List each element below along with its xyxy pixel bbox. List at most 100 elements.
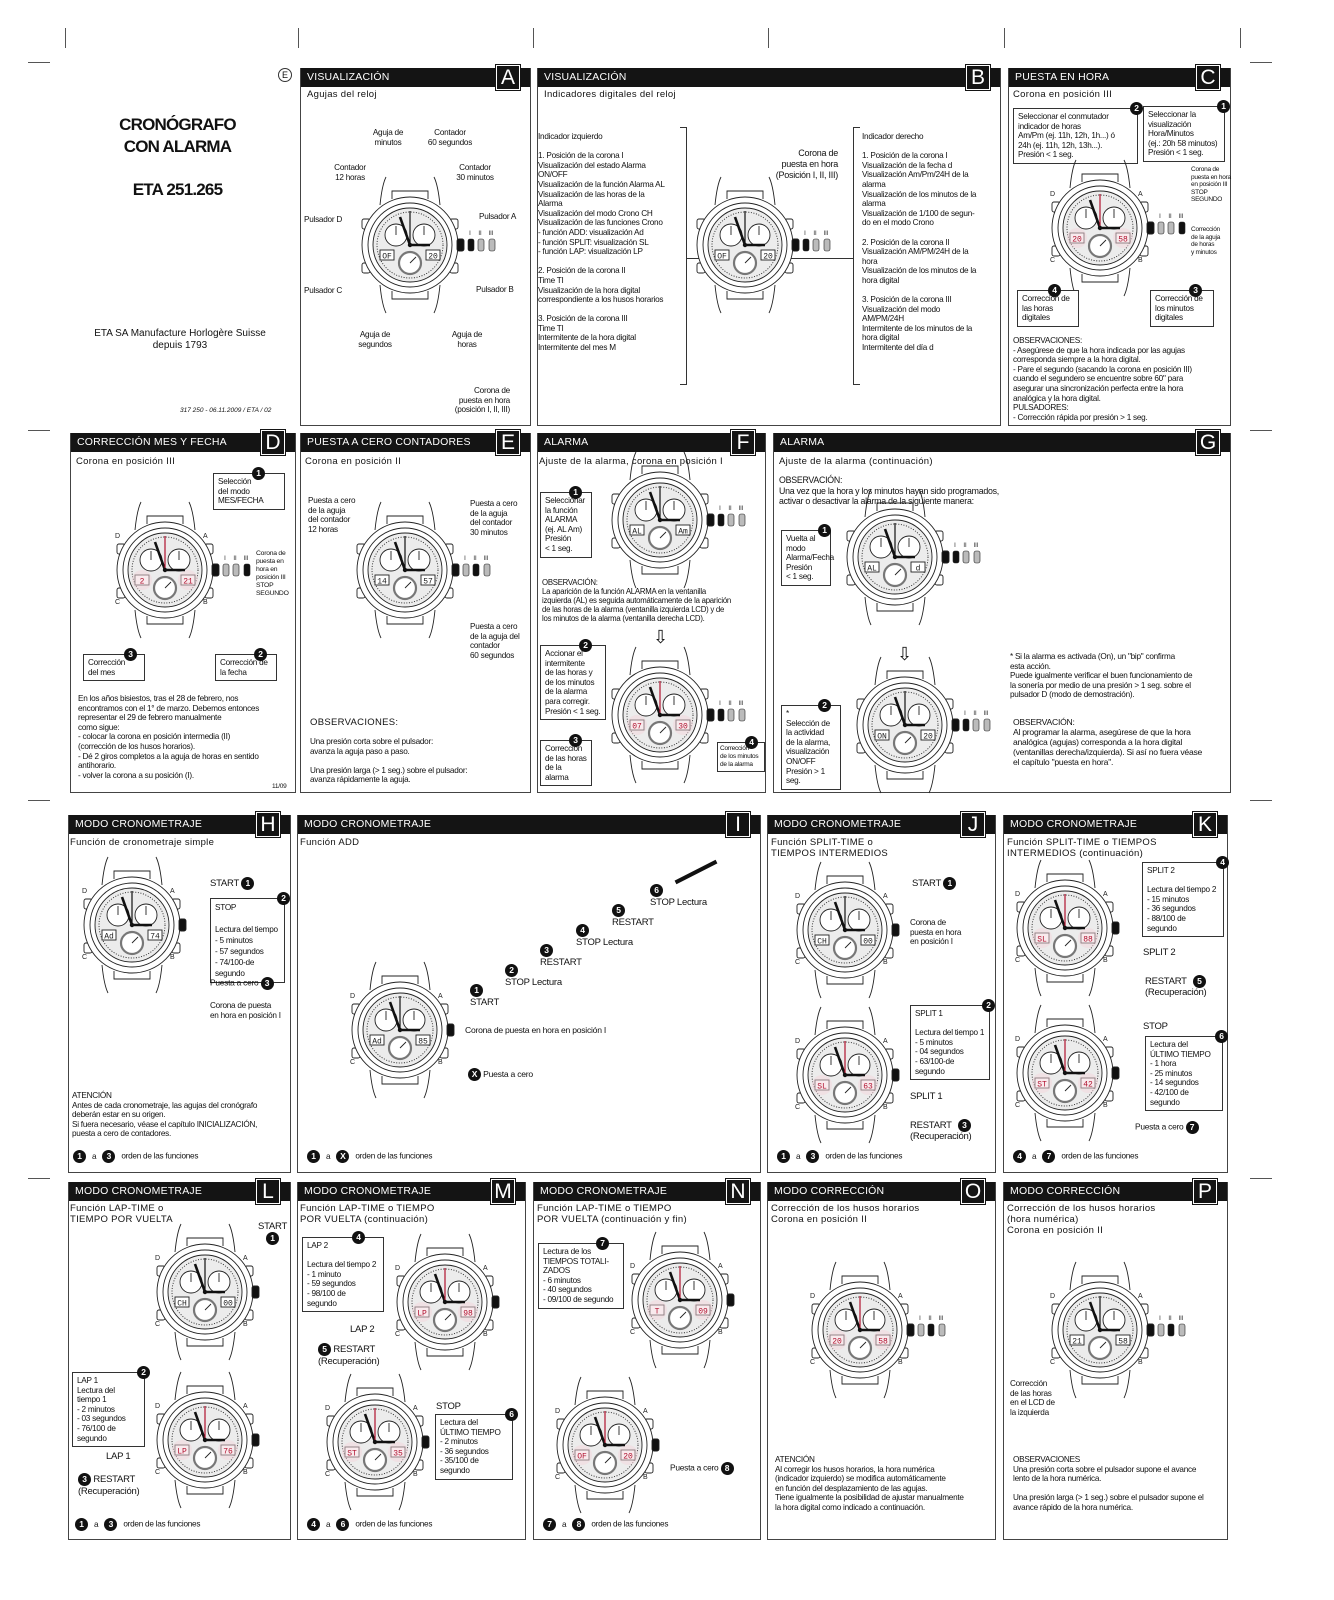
lcd-window <box>910 561 926 573</box>
bezel <box>802 1032 888 1118</box>
lcd-glow <box>572 1445 592 1465</box>
pusher-label: B <box>483 1331 488 1338</box>
strap-top <box>829 1261 891 1291</box>
section-letter: M <box>490 1178 516 1205</box>
bezel <box>1057 185 1143 271</box>
crown-position <box>1157 221 1165 235</box>
bracket <box>680 127 687 385</box>
pusher-label: A <box>483 1265 488 1272</box>
minute-track <box>171 1406 239 1474</box>
crop-mark <box>28 800 50 801</box>
crown-position-label: I <box>804 231 806 237</box>
split-label: SPLIT 2 <box>1143 947 1176 958</box>
section-header: CORRECCIÓN MES Y FECHA <box>71 433 295 452</box>
step-number: 3 <box>569 734 582 747</box>
strap-top <box>629 451 691 481</box>
lcd-window <box>760 249 776 261</box>
section-letter: C <box>1195 64 1221 91</box>
strap-bottom <box>864 596 926 626</box>
lcd-glow <box>1078 1073 1098 1093</box>
crown-position-label: I <box>1159 1316 1161 1322</box>
crown-position-label: II <box>233 556 237 562</box>
lcd-value: 88 <box>1083 935 1093 944</box>
label: Pulsador B <box>476 285 514 294</box>
crown-position-label: I <box>964 711 966 717</box>
page-number: 11/09 <box>272 783 287 790</box>
section-letter: E <box>495 429 521 456</box>
document-title: CRONÓGRAFO CON ALARMA <box>119 115 236 156</box>
crown-position-label: I <box>224 556 226 562</box>
lcd-value: 14 <box>377 577 387 586</box>
crown-position <box>727 708 735 722</box>
pusher-label: C <box>795 1104 800 1111</box>
minute-track <box>711 211 779 279</box>
reset-step: Puesta a cero 3 <box>210 977 274 990</box>
bezel <box>89 882 175 968</box>
lcd-window <box>374 574 390 586</box>
bezel <box>162 1249 248 1335</box>
lcd-value: SL <box>1037 935 1047 944</box>
section-subtitle: Corona en posición II <box>305 456 402 467</box>
strap-bottom <box>714 284 776 314</box>
crown-position-label: I <box>464 556 466 562</box>
lcd-value: 20 <box>623 1452 633 1461</box>
subdial-hand <box>374 1453 382 1461</box>
crown-note: Corona de puesta en hora en posición III… <box>1191 166 1231 203</box>
bracket <box>853 127 860 385</box>
lcd-value: 58 <box>1118 235 1128 244</box>
center-pin <box>742 242 748 248</box>
subdial-hand <box>409 256 417 264</box>
step-number: 2 <box>254 648 267 661</box>
alarm-note: * Si la alarma es activada (On), un "bip… <box>1010 652 1193 700</box>
observations: Una presión corta sobre el pulsador: ava… <box>310 737 468 785</box>
language-badge: E <box>278 68 292 82</box>
pusher-label: B <box>883 959 888 966</box>
section-header: ALARMA <box>774 433 1230 452</box>
pusher-label: D <box>810 1293 815 1300</box>
minute-hand <box>393 541 407 571</box>
strap-top <box>814 861 876 891</box>
lcd-value: Am <box>678 527 688 536</box>
section-subtitle: Corrección de los husos horarios Corona … <box>771 1203 920 1225</box>
pusher-label: A <box>203 533 208 540</box>
pusher-label: A <box>883 1038 888 1045</box>
label: Contador 60 segundos <box>427 128 473 147</box>
lcd-glow <box>172 1440 192 1460</box>
strap-bottom <box>374 609 436 639</box>
crown <box>1111 1066 1120 1080</box>
pusher-label: D <box>350 993 355 1000</box>
lcd-glow <box>693 1300 713 1320</box>
section-header: MODO CORRECCIÓN <box>1004 1182 1227 1201</box>
section-letter: A <box>495 64 521 91</box>
strap-top <box>174 1371 236 1401</box>
lcd-value: 20 <box>428 252 438 261</box>
center-pin <box>129 922 135 928</box>
lcd-glow <box>1032 928 1052 948</box>
step-number: 2 <box>579 639 592 652</box>
center-pin <box>1097 1327 1103 1333</box>
crown <box>446 1023 455 1037</box>
bezel <box>367 202 453 288</box>
center-pin <box>657 712 663 718</box>
minute-hand <box>1053 1044 1067 1074</box>
subdial-hand <box>844 941 852 949</box>
crown-position-label: III <box>243 556 248 562</box>
pusher-label: B <box>898 1359 903 1366</box>
panel-l: MODO CRONOMETRAJE L <box>68 1178 291 1540</box>
step-number: 3 <box>958 1119 971 1132</box>
strap-top <box>714 176 776 206</box>
crown-position <box>973 550 981 564</box>
lcd-window <box>174 1296 190 1308</box>
observation: OBSERVACIÓN: La aparición de la función … <box>542 578 732 623</box>
pusher-label: B <box>203 599 208 606</box>
lcd-value: 21 <box>183 577 193 586</box>
pusher-label: A <box>1138 191 1143 198</box>
